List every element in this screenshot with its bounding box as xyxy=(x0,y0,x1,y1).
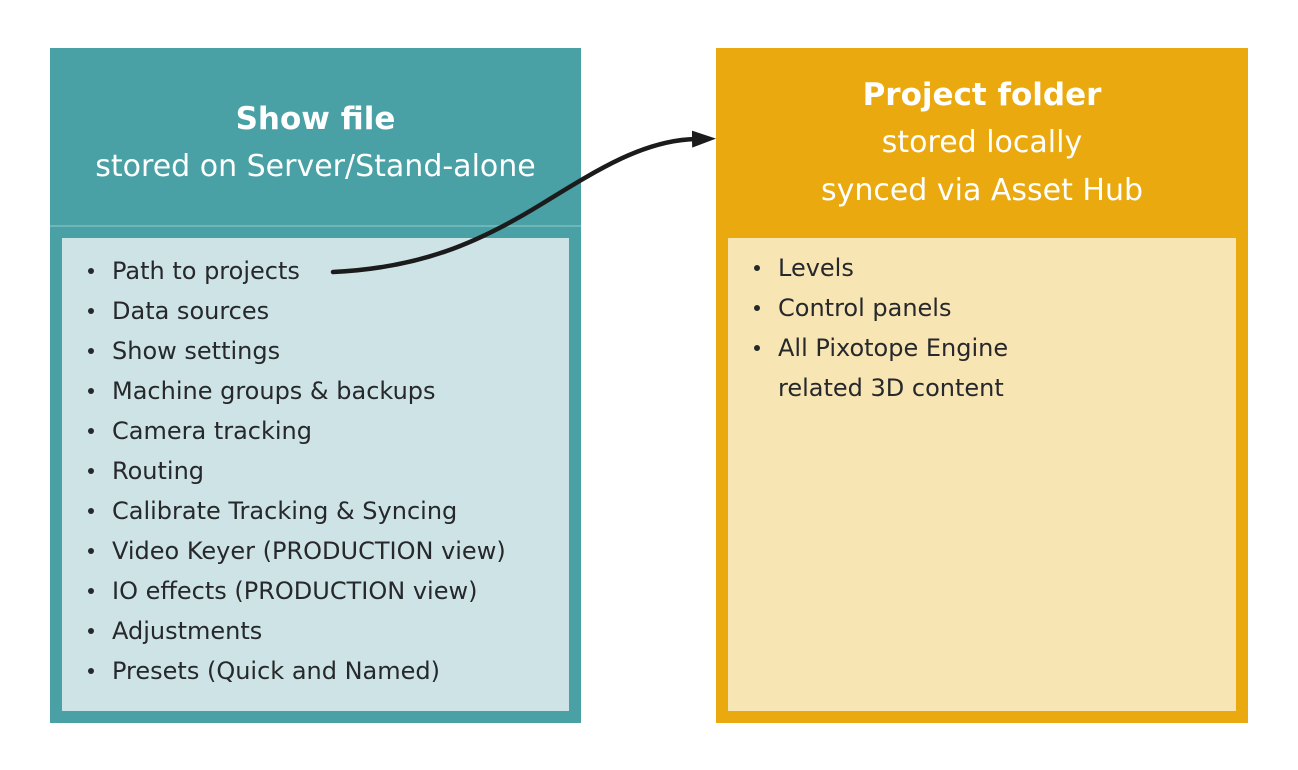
list-item-label: Control panels xyxy=(778,294,952,322)
list-item: All Pixotope Engine related 3D content xyxy=(752,328,1218,408)
project-folder-box: Project folder stored locally synced via… xyxy=(716,48,1248,723)
list-item: IO effects (PRODUCTION view) xyxy=(86,571,551,611)
list-item: Routing xyxy=(86,451,551,491)
project-folder-header: Project folder stored locally synced via… xyxy=(716,48,1248,238)
list-item: Levels xyxy=(752,248,1218,288)
list-item: Calibrate Tracking & Syncing xyxy=(86,491,551,531)
list-item-label: Data sources xyxy=(112,297,270,325)
list-item-label: Path to projects xyxy=(112,257,300,285)
list-item: Presets (Quick and Named) xyxy=(86,651,551,691)
list-item-label: Machine groups & backups xyxy=(112,377,436,405)
list-item-label: Show settings xyxy=(112,337,281,365)
list-item: Video Keyer (PRODUCTION view) xyxy=(86,531,551,571)
project-folder-subtitle-1: stored locally xyxy=(881,125,1083,160)
bullet-icon xyxy=(88,588,94,594)
project-folder-panel: Levels Control panels All Pixotope Engin… xyxy=(728,238,1236,711)
show-file-box: Show file stored on Server/Stand-alone P… xyxy=(50,48,581,723)
list-item: Data sources xyxy=(86,291,551,331)
show-file-header: Show file stored on Server/Stand-alone xyxy=(50,48,581,238)
project-folder-item-list: Levels Control panels All Pixotope Engin… xyxy=(728,238,1236,408)
bullet-icon xyxy=(754,265,760,271)
bullet-icon xyxy=(88,308,94,314)
list-item-label: IO effects (PRODUCTION view) xyxy=(112,577,478,605)
list-item-label: Presets (Quick and Named) xyxy=(112,657,441,685)
list-item: Machine groups & backups xyxy=(86,371,551,411)
project-folder-subtitle-2: synced via Asset Hub xyxy=(820,173,1144,208)
show-file-subtitle: stored on Server/Stand-alone xyxy=(95,149,536,184)
show-file-item-list: Path to projects Data sources Show setti… xyxy=(62,238,569,691)
header-divider xyxy=(50,225,581,227)
project-folder-title: Project folder xyxy=(862,77,1102,113)
bullet-icon xyxy=(88,548,94,554)
bullet-icon xyxy=(754,345,760,351)
list-item-label: Calibrate Tracking & Syncing xyxy=(112,497,458,525)
bullet-icon xyxy=(88,348,94,354)
bullet-icon xyxy=(88,508,94,514)
show-file-title: Show file xyxy=(235,101,396,137)
list-item: Control panels xyxy=(752,288,1218,328)
show-file-panel: Path to projects Data sources Show setti… xyxy=(62,238,569,711)
list-item-label: Routing xyxy=(112,457,205,485)
list-item-label: All Pixotope Engine related 3D content xyxy=(778,334,1009,402)
bullet-icon xyxy=(88,628,94,634)
bullet-icon xyxy=(88,388,94,394)
bullet-icon xyxy=(88,428,94,434)
bullet-icon xyxy=(754,305,760,311)
bullet-icon xyxy=(88,468,94,474)
list-item-label: Adjustments xyxy=(112,617,263,645)
list-item-label: Video Keyer (PRODUCTION view) xyxy=(112,537,506,565)
list-item-label: Levels xyxy=(778,254,854,282)
list-item: Show settings xyxy=(86,331,551,371)
bullet-icon xyxy=(88,668,94,674)
list-item: Adjustments xyxy=(86,611,551,651)
list-item: Path to projects xyxy=(86,251,551,291)
bullet-icon xyxy=(88,268,94,274)
list-item-label: Camera tracking xyxy=(112,417,313,445)
list-item: Camera tracking xyxy=(86,411,551,451)
